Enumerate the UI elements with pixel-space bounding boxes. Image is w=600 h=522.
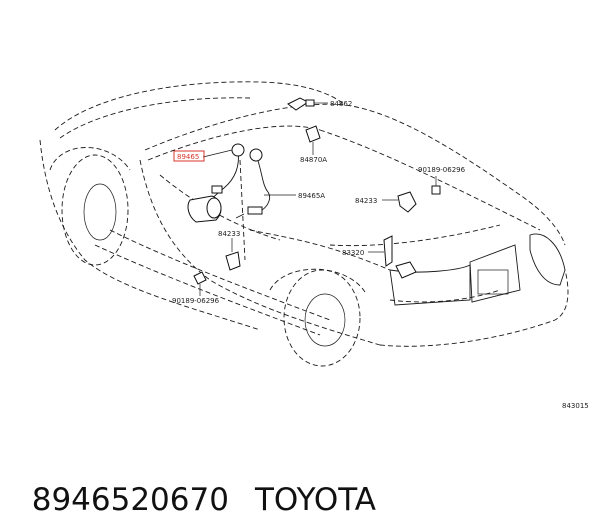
part-84870a — [305, 125, 321, 155]
part-83320 — [368, 235, 417, 279]
bolt-90189-bottom — [193, 271, 207, 296]
leader-lines — [202, 149, 296, 196]
bolt-90189-top — [431, 176, 441, 195]
brand-name: TOYOTA — [254, 482, 376, 518]
part-84233-left — [225, 238, 241, 271]
caption-bar: 8946520670 TOYOTA — [12, 434, 376, 518]
part-label-90189-bottom: 90189-06296 — [172, 297, 220, 305]
harness-clip — [211, 185, 223, 194]
speed-sensor-connector-right — [249, 148, 263, 162]
part-label-84233-left: 84233 — [218, 230, 240, 238]
highlight-box — [173, 150, 205, 162]
part-label-84233-right: 84233 — [355, 197, 377, 205]
car-outline — [39, 81, 569, 367]
harness-connector — [247, 206, 263, 215]
part-label-89465: 89465 — [177, 153, 199, 161]
part-84233-right — [382, 191, 417, 213]
part-number: 8946520670 — [31, 482, 229, 518]
part-label-83320: 83320 — [342, 249, 364, 257]
diagram-ref-number: 843015 — [562, 402, 589, 410]
part-label-84862: 84862 — [330, 100, 352, 108]
part-84862 — [287, 97, 328, 111]
part-label-84870a: 84870A — [300, 156, 327, 164]
part-label-89465-highlighted[interactable]: 89465 — [173, 150, 205, 162]
part-label-90189-top: 90189-06296 — [418, 166, 466, 174]
parts-diagram: 89465 84862 84870A 90189-06296 84233 894… — [39, 81, 589, 410]
part-label-89465a: 89465A — [298, 192, 325, 200]
wiring-harness — [187, 143, 271, 223]
speed-sensor-connector-left — [231, 143, 245, 157]
